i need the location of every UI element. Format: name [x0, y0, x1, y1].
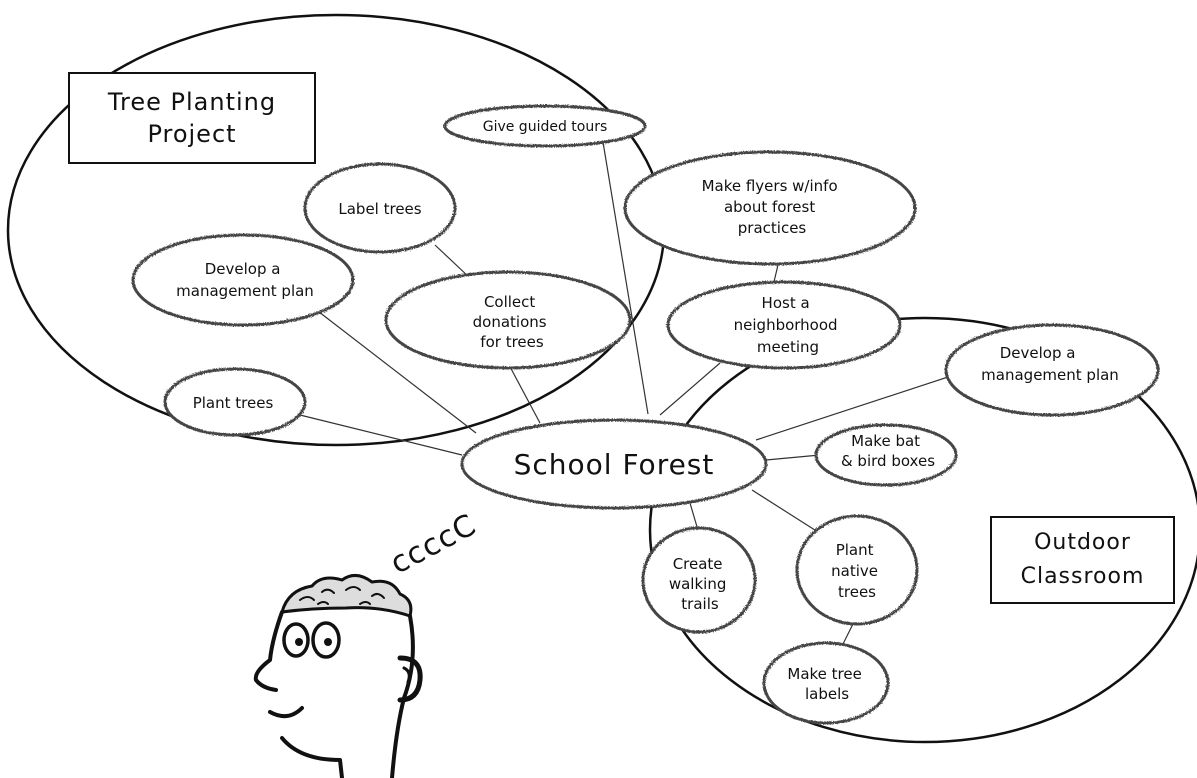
label-create-walking-trails: Create walking trails [669, 555, 731, 613]
label-collect-donations: Collect donations for trees [473, 293, 552, 351]
label-plant-trees: Plant trees [193, 394, 274, 412]
label-give-guided-tours: Give guided tours [483, 119, 608, 135]
node-develop-plan-left [131, 233, 355, 327]
node-give-guided-tours [443, 104, 647, 148]
label-host-meeting: Host a neighborhood meeting [734, 294, 843, 356]
node-make-bat-bird-boxes [814, 423, 958, 487]
label-plant-native-trees: Plant native trees [831, 541, 883, 601]
node-create-walking-trails [641, 526, 757, 634]
tree-planting-project-title: Tree Planting Project [68, 72, 316, 164]
label-make-tree-labels: Make tree labels [787, 665, 866, 703]
thinking-head-illustration [253, 574, 423, 778]
brain-icon [280, 574, 413, 618]
label-label-trees: Label trees [338, 200, 421, 218]
node-school-forest [460, 418, 768, 510]
label-make-flyers: Make flyers w/info about forest practice… [702, 177, 843, 237]
node-collect-donations [384, 270, 632, 370]
outdoor-classroom-title: Outdoor Classroom [990, 516, 1175, 604]
node-bubbles [131, 104, 1160, 725]
label-make-bat-bird-boxes: Make bat & bird boxes [841, 432, 935, 470]
node-host-meeting [666, 280, 902, 370]
label-develop-plan-left: Develop a management plan [176, 260, 314, 300]
node-make-flyers [623, 150, 917, 266]
node-plant-native-trees [795, 514, 919, 626]
label-develop-plan-right: Develop a management plan [981, 344, 1119, 384]
node-label-trees [303, 162, 457, 254]
node-plant-trees [163, 367, 307, 437]
node-develop-plan-right [944, 323, 1160, 417]
thought-bubble-text: ccccC [385, 507, 483, 581]
outdoor-classroom-group-ellipse [648, 316, 1197, 744]
label-school-forest: School Forest [514, 448, 715, 481]
node-make-tree-labels [762, 641, 890, 725]
